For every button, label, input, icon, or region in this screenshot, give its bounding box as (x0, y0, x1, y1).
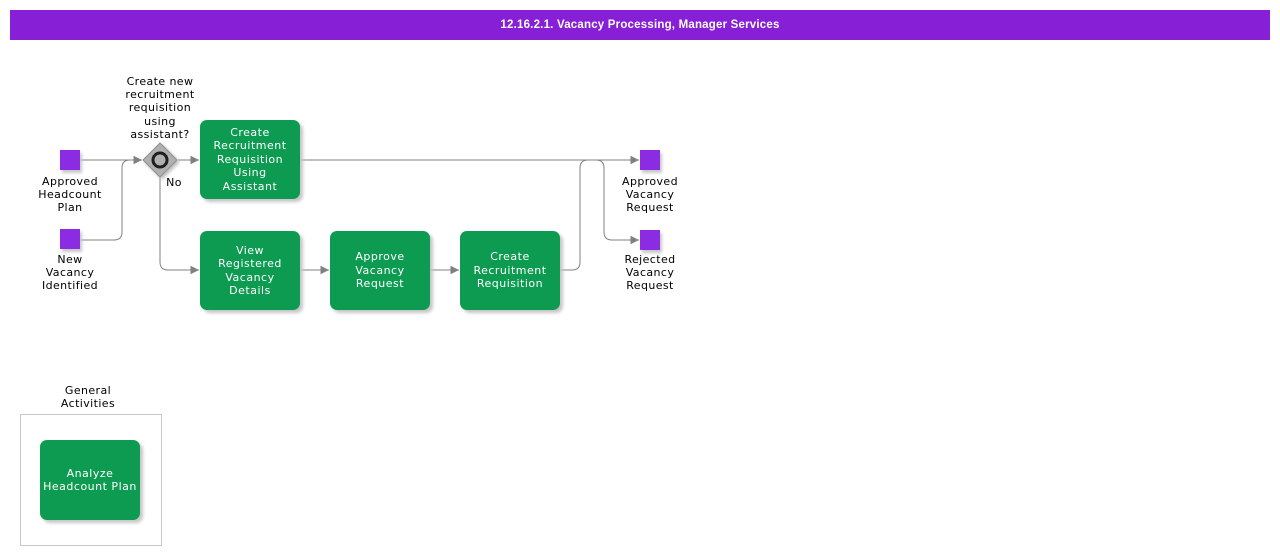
task-analyze-headcount-plan[interactable]: Analyze Headcount Plan (40, 440, 140, 520)
connector-decision-no-to-view-details (159, 177, 199, 275)
decision-no-branch-label: No (166, 176, 182, 189)
task-create-recruitment-requisition-using-assistant[interactable]: Create Recruitment Requisition Using Ass… (200, 120, 300, 199)
task-view-registered-vacancy-details[interactable]: View Registered Vacancy Details (200, 231, 300, 310)
task-label: Approve Vacancy Request (355, 250, 405, 291)
connector-create-requisition-merge (560, 159, 589, 271)
event-approved-headcount-plan-label: Approved Headcount Plan (38, 175, 102, 215)
task-label: View Registered Vacancy Details (218, 243, 282, 297)
event-approved-vacancy-request (640, 150, 660, 170)
general-activities-title: General Activities (60, 384, 116, 411)
decision-circle-icon (151, 151, 169, 169)
event-rejected-vacancy-request (640, 230, 660, 250)
event-rejected-vacancy-request-label: Rejected Vacancy Request (624, 253, 676, 293)
task-label: Analyze Headcount Plan (43, 466, 137, 493)
event-new-vacancy-identified (60, 229, 80, 249)
event-approved-headcount-plan (60, 150, 80, 170)
task-label: Create Recruitment Requisition Using Ass… (213, 125, 287, 193)
diagram-title-bar: 12.16.2.1. Vacancy Processing, Manager S… (10, 10, 1270, 40)
decision-diamond (142, 142, 178, 178)
decision-gateway (142, 142, 178, 178)
task-approve-vacancy-request[interactable]: Approve Vacancy Request (330, 231, 430, 310)
event-new-vacancy-identified-label: New Vacancy Identified (41, 253, 98, 293)
diagram-title: 12.16.2.1. Vacancy Processing, Manager S… (500, 19, 780, 31)
decision-question-label: Create new recruitment requisition using… (125, 75, 195, 141)
task-create-recruitment-requisition[interactable]: Create Recruitment Requisition (460, 231, 560, 310)
task-label: Create Recruitment Requisition (473, 250, 547, 291)
event-approved-vacancy-request-label: Approved Vacancy Request (622, 175, 678, 215)
